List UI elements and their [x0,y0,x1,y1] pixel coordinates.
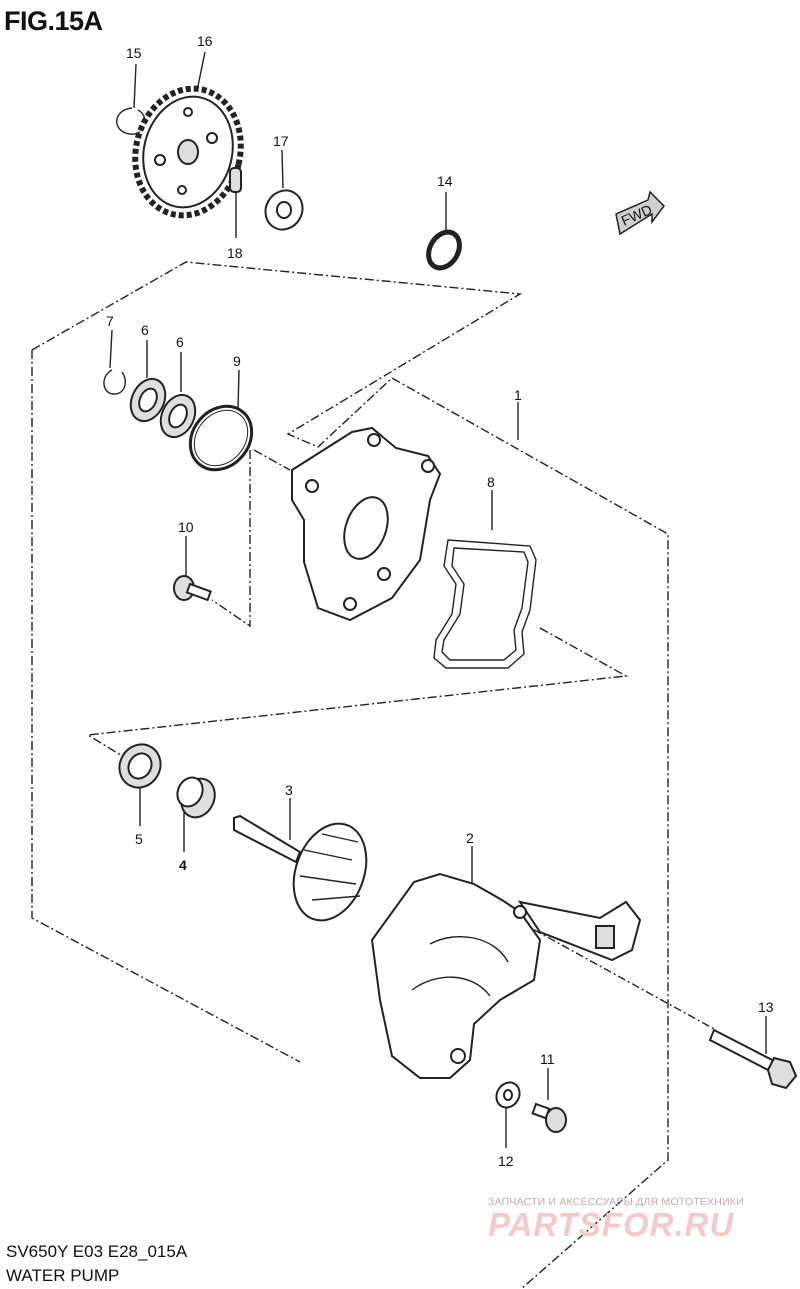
fwd-direction-badge: FWD [615,190,665,236]
callout-6b: 6 [176,334,184,350]
part-12-washer[interactable] [492,1078,524,1112]
svg-text:FWD: FWD [619,201,655,229]
part-6-bearing-outer[interactable] [124,373,172,426]
part-2-pump-body[interactable] [370,872,642,1079]
callout-13: 13 [758,999,774,1015]
watermark-brand: PARTSFOR.RU [488,1206,735,1243]
part-4-mechanical-seal[interactable] [173,773,221,823]
callout-9: 9 [233,353,241,369]
part-13-bolt[interactable] [708,1028,798,1090]
part-8-gasket[interactable] [433,539,537,669]
callout-7: 7 [106,313,114,329]
part-7-circlip[interactable] [103,369,126,395]
callout-2: 2 [466,830,474,846]
part-14-o-ring[interactable] [422,227,465,274]
assembly-name: WATER PUMP [6,1266,120,1285]
callout-14: 14 [437,173,453,189]
callout-labels: 1 2 3 4 5 6 6 7 8 9 10 11 12 13 14 15 16… [106,33,774,1169]
callout-17: 17 [273,133,289,149]
part-10-bolt[interactable] [173,575,212,602]
callout-18: 18 [227,245,243,261]
part-5-oil-seal[interactable] [112,737,169,795]
callout-8: 8 [487,474,495,490]
callout-16: 16 [197,33,213,49]
part-17-washer[interactable] [258,184,309,237]
part-11-drain-bolt[interactable] [531,1102,567,1133]
part-1-pump-cover[interactable] [291,426,442,622]
assembly-frame [31,261,669,1289]
callout-4: 4 [179,857,187,873]
callout-10: 10 [178,519,194,535]
figure-title: FIG.15A [4,6,103,36]
part-3-impeller[interactable] [233,813,379,930]
part-18-pin[interactable] [229,167,242,193]
callout-3: 3 [285,782,293,798]
callout-6a: 6 [141,322,149,338]
part-6-bearing-inner[interactable] [154,389,202,442]
callout-11: 11 [540,1051,555,1067]
callout-5: 5 [135,831,143,847]
part-9-o-ring[interactable] [178,394,265,482]
part-16-gear[interactable] [122,77,254,226]
leader-lines [109,51,767,1148]
callout-12: 12 [498,1153,514,1169]
callout-1: 1 [514,387,522,403]
model-code: SV650Y E03 E28_015A [6,1242,188,1261]
callout-15: 15 [126,45,142,61]
watermark-tagline: ЗАПЧАСТИ И АКСЕССУАРЫ ДЛЯ МОТОТЕХНИКИ [488,1196,744,1208]
